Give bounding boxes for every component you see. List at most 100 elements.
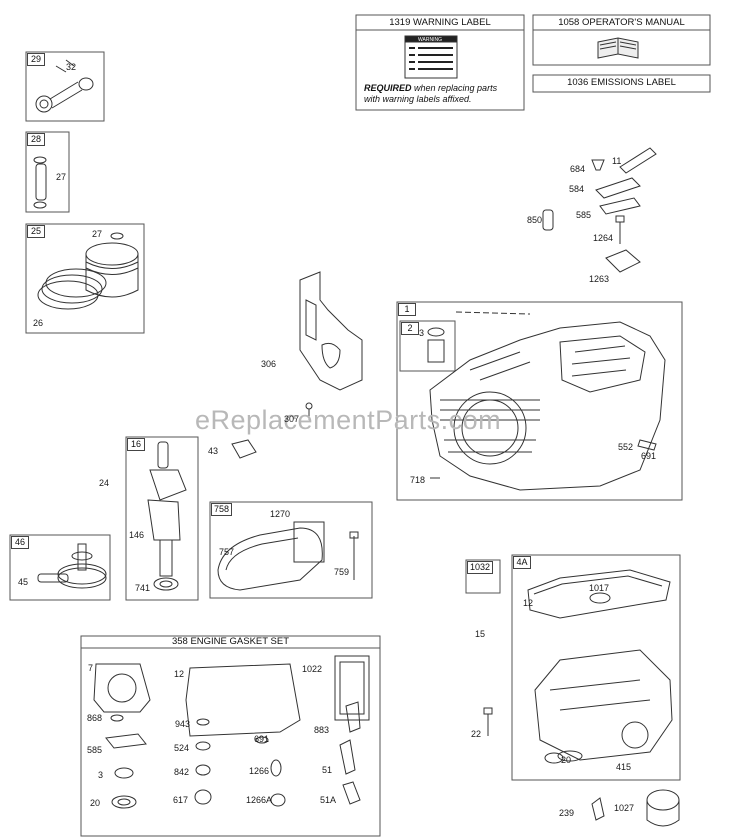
part-718: 718 bbox=[410, 475, 426, 485]
tag-16: 16 bbox=[127, 438, 145, 451]
manual-book-graphic bbox=[597, 37, 639, 59]
part-27-pin: 27 bbox=[56, 172, 67, 182]
cylinder-block bbox=[427, 311, 666, 491]
part-759: 759 bbox=[334, 567, 350, 577]
part-1027: 1027 bbox=[614, 803, 635, 813]
block-fasteners bbox=[430, 439, 657, 479]
part-7: 7 bbox=[88, 663, 94, 673]
part-585-gasket: 585 bbox=[87, 745, 103, 755]
tag-758: 758 bbox=[211, 503, 233, 516]
part-12-sump: 12 bbox=[523, 598, 534, 608]
part-24: 24 bbox=[99, 478, 110, 488]
tag-2: 2 bbox=[401, 322, 419, 335]
box-2 bbox=[399, 320, 456, 372]
warning-note-line1: REQUIRED when replacing parts bbox=[364, 83, 497, 94]
part-757: 757 bbox=[219, 547, 235, 557]
part-3-gasket: 3 bbox=[98, 770, 104, 780]
part-15: 15 bbox=[475, 629, 486, 639]
part-524: 524 bbox=[174, 743, 190, 753]
operators-manual-title: 1058 OPERATOR'S MANUAL bbox=[558, 17, 685, 28]
warning-note-rest: when replacing parts bbox=[411, 83, 498, 93]
wrist-pin bbox=[33, 156, 47, 209]
box-16 bbox=[125, 436, 199, 601]
part-585-top: 585 bbox=[576, 210, 592, 220]
gasket-set-items bbox=[93, 655, 370, 809]
part-12-gasket: 12 bbox=[174, 669, 185, 679]
part-691-block: 691 bbox=[641, 451, 657, 461]
box-25 bbox=[25, 223, 145, 334]
warning-label-title: 1319 WARNING LABEL bbox=[389, 17, 491, 28]
tag-25: 25 bbox=[27, 225, 45, 238]
box-4a bbox=[511, 554, 681, 781]
box-29 bbox=[25, 51, 105, 122]
part-684: 684 bbox=[570, 164, 586, 174]
tag-1032: 1032 bbox=[467, 561, 494, 574]
part-868: 868 bbox=[87, 713, 103, 723]
tag-28: 28 bbox=[27, 133, 45, 146]
part-146: 146 bbox=[129, 530, 145, 540]
lifting-bracket-parts bbox=[542, 147, 657, 273]
part-20-gasket: 20 bbox=[90, 798, 101, 808]
part-552: 552 bbox=[618, 442, 634, 452]
piston-assembly bbox=[37, 232, 139, 310]
part-51a: 51A bbox=[320, 795, 337, 805]
part-883: 883 bbox=[314, 725, 330, 735]
part-26: 26 bbox=[33, 318, 44, 328]
operators-manual-box bbox=[532, 14, 711, 66]
connecting-rod bbox=[35, 59, 94, 113]
box-28 bbox=[25, 131, 70, 213]
part-415: 415 bbox=[616, 762, 632, 772]
gasket-set-title: 358 ENGINE GASKET SET bbox=[171, 636, 290, 647]
box-46 bbox=[9, 534, 111, 601]
emissions-label-title: 1036 EMISSIONS LABEL bbox=[567, 77, 676, 88]
gasket-set-box bbox=[80, 635, 381, 837]
part-45: 45 bbox=[18, 577, 29, 587]
warning-note-line2: with warning labels affixed. bbox=[364, 94, 472, 104]
part-20-sump: 20 bbox=[561, 755, 572, 765]
tag-4a: 4A bbox=[513, 556, 531, 569]
tag-29: 29 bbox=[27, 53, 45, 66]
tag-1: 1 bbox=[398, 303, 416, 316]
part-3-box2: 3 bbox=[419, 328, 425, 338]
part-51: 51 bbox=[322, 765, 333, 775]
part-842: 842 bbox=[174, 767, 190, 777]
part-1266: 1266 bbox=[249, 766, 270, 776]
part-691-gasket: 691 bbox=[254, 734, 270, 744]
part-1022: 1022 bbox=[302, 664, 323, 674]
part-11: 11 bbox=[612, 156, 622, 166]
air-guide bbox=[299, 271, 363, 420]
part-43: 43 bbox=[208, 446, 219, 456]
part-943: 943 bbox=[175, 719, 191, 729]
watermark: eReplacementParts.com bbox=[195, 405, 502, 435]
sump-assembly bbox=[527, 569, 673, 762]
part-27-piston: 27 bbox=[92, 229, 103, 239]
box-758 bbox=[209, 501, 373, 599]
part-239: 239 bbox=[559, 808, 575, 818]
governor-part bbox=[231, 439, 257, 459]
part-617: 617 bbox=[173, 795, 189, 805]
crankshaft bbox=[147, 441, 187, 591]
box-1032 bbox=[465, 559, 501, 594]
part-1017: 1017 bbox=[589, 583, 610, 593]
part-22: 22 bbox=[471, 729, 482, 739]
part-1263: 1263 bbox=[589, 274, 610, 284]
part-32: 32 bbox=[66, 62, 77, 72]
part-1270: 1270 bbox=[270, 509, 291, 519]
oil-filter-parts bbox=[483, 707, 680, 827]
part-306: 306 bbox=[261, 359, 277, 369]
emissions-label-box bbox=[532, 74, 711, 93]
part-1264: 1264 bbox=[593, 233, 614, 243]
part-307: 307 bbox=[284, 414, 300, 424]
part-584: 584 bbox=[569, 184, 585, 194]
part-741: 741 bbox=[135, 583, 151, 593]
camshaft bbox=[37, 543, 107, 589]
warning-label-heading: WARNING bbox=[418, 37, 442, 43]
box-outlines bbox=[9, 14, 711, 837]
warning-label-box bbox=[355, 14, 525, 111]
part-1266a: 1266A bbox=[246, 795, 273, 805]
tag-46: 46 bbox=[11, 536, 29, 549]
box-1 bbox=[396, 301, 683, 501]
part-850: 850 bbox=[527, 215, 543, 225]
